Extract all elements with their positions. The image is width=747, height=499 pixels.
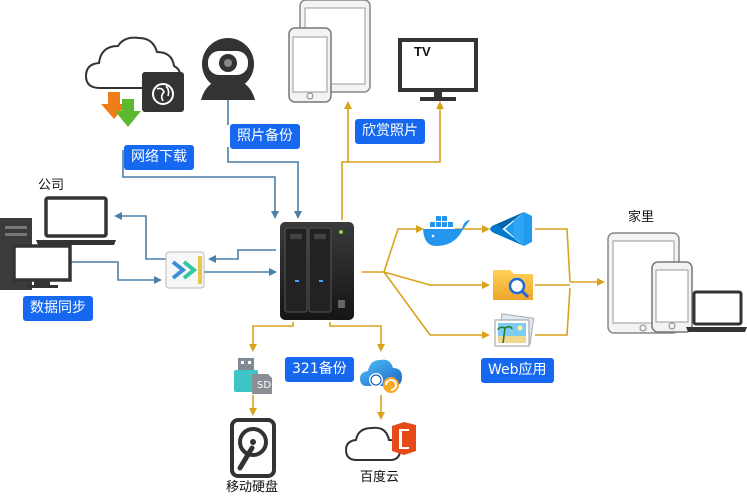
nas-icon: [280, 222, 354, 320]
usb-sd-icon: [234, 358, 272, 394]
apps-to-home-line: [535, 228, 603, 336]
sync-app-icon: [165, 251, 205, 289]
web-apps-tag: Web应用: [481, 358, 554, 383]
home-label: 家里: [628, 210, 655, 225]
sd-label: SD: [257, 380, 272, 391]
nas-to-cloud-line: [329, 322, 385, 352]
laptop-icon: [36, 196, 116, 245]
home-laptop-icon: [686, 290, 747, 332]
desktop-computer-icon: [0, 218, 72, 290]
mobile-disk-label: 移动硬盘: [226, 480, 279, 495]
backup-321-tag: 321备份: [285, 357, 354, 382]
view-photos-tag: 欣赏照片: [355, 119, 425, 144]
download-to-nas-line: [122, 150, 279, 219]
photo-gallery-icon: [494, 313, 535, 347]
photo-backup-tag: 照片备份: [230, 124, 300, 149]
tv-icon: [398, 38, 478, 101]
nas-to-usb-line: [249, 322, 294, 352]
company-label: 公司: [38, 178, 65, 193]
data-sync-tag: 数据同步: [23, 296, 93, 321]
browser-globe-icon: [142, 72, 184, 112]
baidu-cloud-label: 百度云: [360, 470, 400, 485]
docker-icon: [423, 216, 470, 246]
phone-icon: [288, 27, 332, 103]
webcam-to-nas-line: [227, 100, 298, 217]
cloud-sync-icon: [360, 359, 402, 393]
file-viewer-icon: [493, 270, 533, 300]
vscode-icon: [490, 212, 532, 246]
blue-connectors: [68, 100, 298, 284]
nas-to-tv-line: [348, 101, 444, 163]
nas-to-files-line: [383, 271, 490, 289]
desktop-to-sync-line: [68, 261, 162, 284]
nas-to-tablet-line: [341, 101, 352, 220]
home-phone-icon: [651, 261, 693, 333]
nas-to-sync-line: [208, 249, 276, 263]
download-arrows-icon: [101, 92, 141, 127]
nas-to-gallery-line: [383, 271, 490, 339]
hard-disk-icon: [230, 418, 276, 478]
sync-to-laptop-line: [114, 212, 166, 260]
office-cloud-icon: [344, 422, 416, 461]
download-tag: 网络下载: [124, 145, 194, 170]
tv-label: TV: [414, 44, 431, 59]
webcam-icon: [201, 38, 255, 100]
nas-to-docker-line: [362, 225, 424, 273]
